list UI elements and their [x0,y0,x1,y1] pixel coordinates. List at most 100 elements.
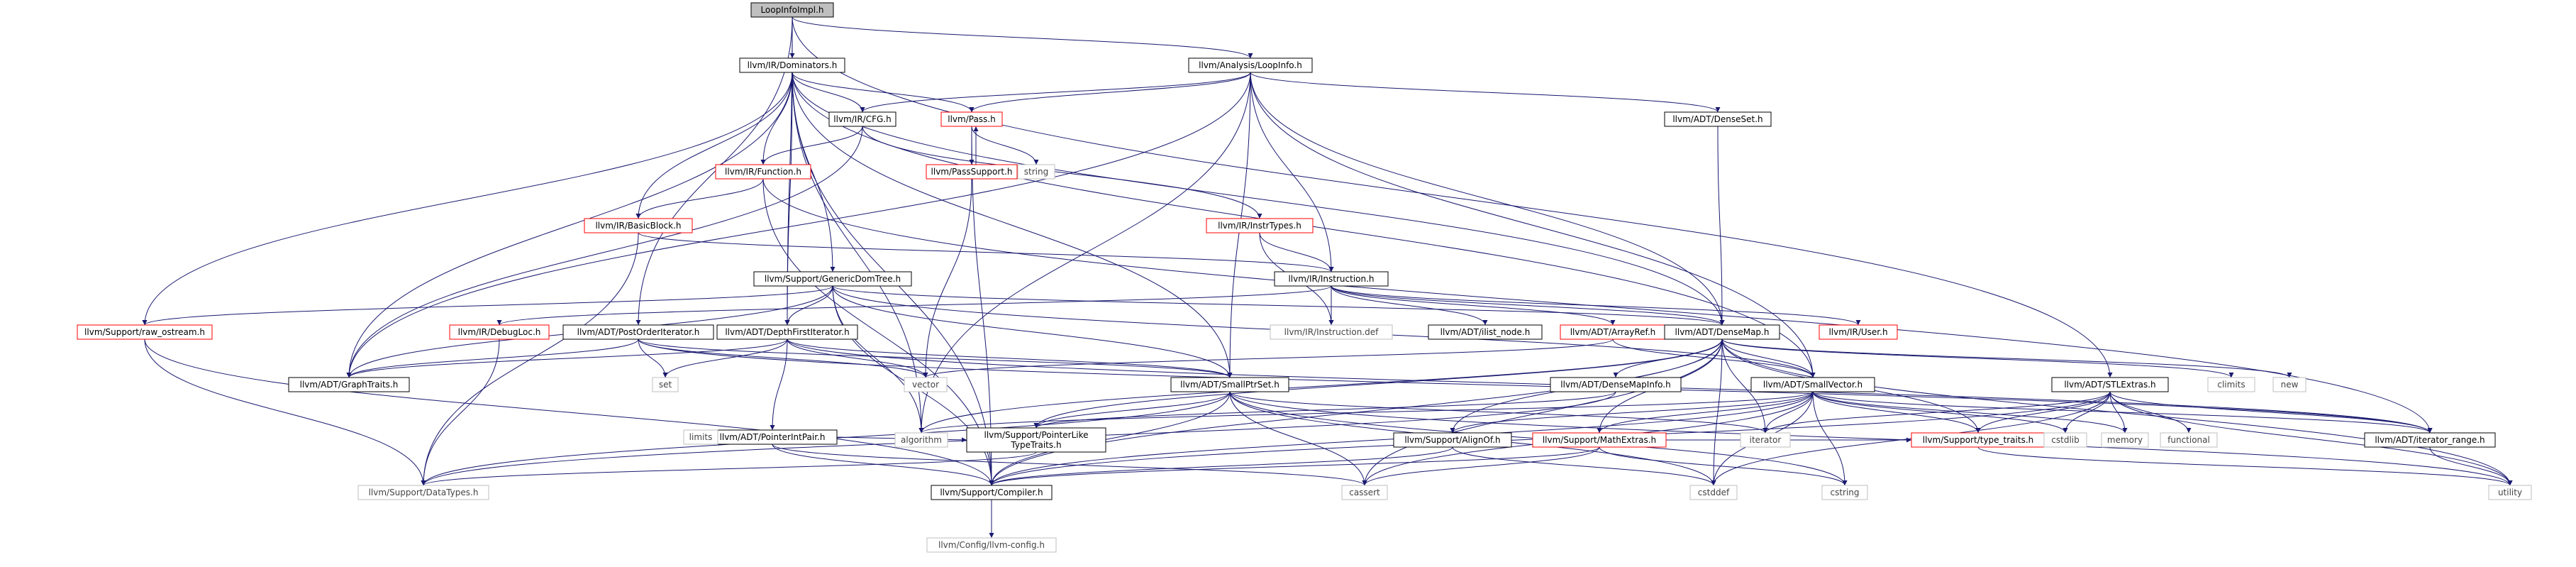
node-pointerintpair[interactable]: llvm/ADT/PointerIntPair.h [707,429,838,445]
node-box [1188,57,1313,73]
node-compiler[interactable]: llvm/Support/Compiler.h [931,485,1053,500]
edge-postorder-to-graphtraits [346,338,639,378]
node-smallvector[interactable]: llvm/ADT/SmallVector.h [1750,377,1875,392]
node-instrtypes[interactable]: llvm/IR/InstrTypes.h [1206,218,1314,233]
node-label: cstring [1830,488,1859,497]
node-arrayref[interactable]: llvm/ADT/ArrayRef.h [1560,324,1666,340]
edge-smallvector-to-iterator [1762,391,1814,434]
node-alignof[interactable]: llvm/Support/AlignOf.h [1393,432,1512,448]
node-string[interactable]: string [1017,164,1055,180]
node-label: llvm/IR/DebugLoc.h [458,327,541,337]
node-set[interactable]: set [652,377,679,392]
edge-stlextras-to-functional [2109,391,2192,434]
node-box [1750,377,1875,392]
node-label: LoopInfoImpl.h [760,5,823,15]
node-cstddef[interactable]: cstddef [1689,485,1738,500]
edge-pointerlike-to-datatypes [421,451,1037,486]
edge-postorder-to-vector [638,338,928,378]
node-loopinfo[interactable]: llvm/Analysis/LoopInfo.h [1188,57,1313,73]
edge-densemapinfo-to-pointerlike [1033,391,1616,429]
edge-smallvector-to-iteratorrange [1812,391,2433,434]
node-postorder[interactable]: llvm/ADT/PostOrderIterator.h [562,324,714,340]
edge-mathextras-to-cassert [1362,446,1600,486]
edge-denseset-to-densemap [1717,126,1725,326]
node-mathextras[interactable]: llvm/Support/MathExtras.h [1532,432,1667,448]
node-dfi[interactable]: llvm/ADT/DepthFirstIterator.h [716,324,858,340]
node-box [1270,324,1393,340]
edge-pointerintpair-to-cassert [772,444,1367,486]
node-box [828,111,896,127]
node-label: cassert [1349,488,1380,497]
node-cstring[interactable]: cstring [1821,485,1868,500]
edge-pass-to-compiler [971,126,994,486]
node-typetraits[interactable]: llvm/Support/type_traits.h [1911,432,2045,448]
node-limits[interactable]: limits [683,429,718,445]
node-label: llvm/ADT/STLExtras.h [2064,380,2155,390]
node-box [1274,271,1389,287]
edge-arrayref-to-vector [923,338,1614,378]
node-rawostream[interactable]: llvm/Support/raw_ostream.h [77,324,213,340]
node-cassert[interactable]: cassert [1341,485,1388,500]
node-genericdomtree[interactable]: llvm/Support/GenericDomTree.h [753,271,912,287]
node-iterator[interactable]: iterator [1740,432,1791,448]
node-label: set [659,380,672,390]
node-box [652,377,679,392]
edge-smallvector-to-memory [1812,391,2128,434]
node-box [77,324,213,340]
node-instructiondef[interactable]: llvm/IR/Instruction.def [1270,324,1393,340]
edge-smallvector-to-typetraits [1812,391,1981,434]
node-stlextras[interactable]: llvm/ADT/STLExtras.h [2051,377,2169,392]
node-densemapinfo[interactable]: llvm/ADT/DenseMapInfo.h [1550,377,1682,392]
node-loopinfoimpl[interactable]: LoopInfoImpl.h [750,2,834,18]
node-box [1664,324,1780,340]
edge-genericdomtree-to-densemap [832,285,1725,326]
node-functional[interactable]: functional [2160,432,2218,448]
node-box [753,271,912,287]
node-cfg[interactable]: llvm/IR/CFG.h [828,111,896,127]
node-pass[interactable]: llvm/Pass.h [940,111,1003,127]
node-cstdlib[interactable]: cstdlib [2043,432,2087,448]
node-climits[interactable]: climits [2207,377,2255,392]
node-label: llvm/Support/Compiler.h [940,488,1043,497]
node-basicblock[interactable]: llvm/IR/BasicBlock.h [584,218,693,233]
node-box [1206,218,1314,233]
node-vector[interactable]: vector [904,377,948,392]
node-user[interactable]: llvm/IR/User.h [1819,324,1898,340]
node-graphtraits[interactable]: llvm/ADT/GraphTraits.h [288,377,410,392]
node-llvmconfig[interactable]: llvm/Config/llvm-config.h [926,537,1057,553]
node-debugloc[interactable]: llvm/IR/DebugLoc.h [449,324,550,340]
node-function[interactable]: llvm/IR/Function.h [715,164,811,180]
node-box [1664,111,1772,127]
edge-loopinfo-to-smallvector [1250,72,1816,378]
node-utility[interactable]: utility [2488,485,2532,500]
edge-instrtypes-to-instruction [1259,232,1334,273]
node-box [1532,432,1667,448]
node-label: llvm/Support/raw_ostream.h [84,327,205,337]
node-box [1689,485,1738,500]
node-label: llvm/ADT/GraphTraits.h [300,380,399,390]
edge-densemap-to-climits [1721,338,2234,378]
node-memory[interactable]: memory [2101,432,2149,448]
node-label: iterator [1750,435,1782,445]
node-instruction[interactable]: llvm/IR/Instruction.h [1274,271,1389,287]
node-label: vector [912,380,939,390]
node-new[interactable]: new [2272,377,2306,392]
node-smallptrset[interactable]: llvm/ADT/SmallPtrSet.h [1170,377,1289,392]
edge-basicblock-to-datatypes [421,232,639,486]
node-algorithm[interactable]: algorithm [894,432,948,448]
node-datatypes[interactable]: llvm/Support/DataTypes.h [357,485,489,500]
edge-genericdomtree-to-rawostream [142,285,833,326]
node-iteratorrange[interactable]: llvm/ADT/iterator_range.h [2364,432,2496,448]
node-dominators[interactable]: llvm/IR/Dominators.h [739,57,845,73]
node-box [1393,432,1512,448]
node-denseset[interactable]: llvm/ADT/DenseSet.h [1664,111,1772,127]
node-ilistnode[interactable]: llvm/ADT/ilist_node.h [1428,324,1543,340]
node-densemap[interactable]: llvm/ADT/DenseMap.h [1664,324,1780,340]
edge-mathextras-to-compiler [989,446,1600,486]
edge-stlextras-to-iteratorrange [2109,391,2433,434]
edge-loopinfo-to-instruction [1250,72,1334,273]
node-passsupport[interactable]: llvm/PassSupport.h [926,164,1018,180]
edge-basicblock-to-instruction [638,232,1334,273]
node-label: llvm/Support/type_traits.h [1923,435,2034,445]
